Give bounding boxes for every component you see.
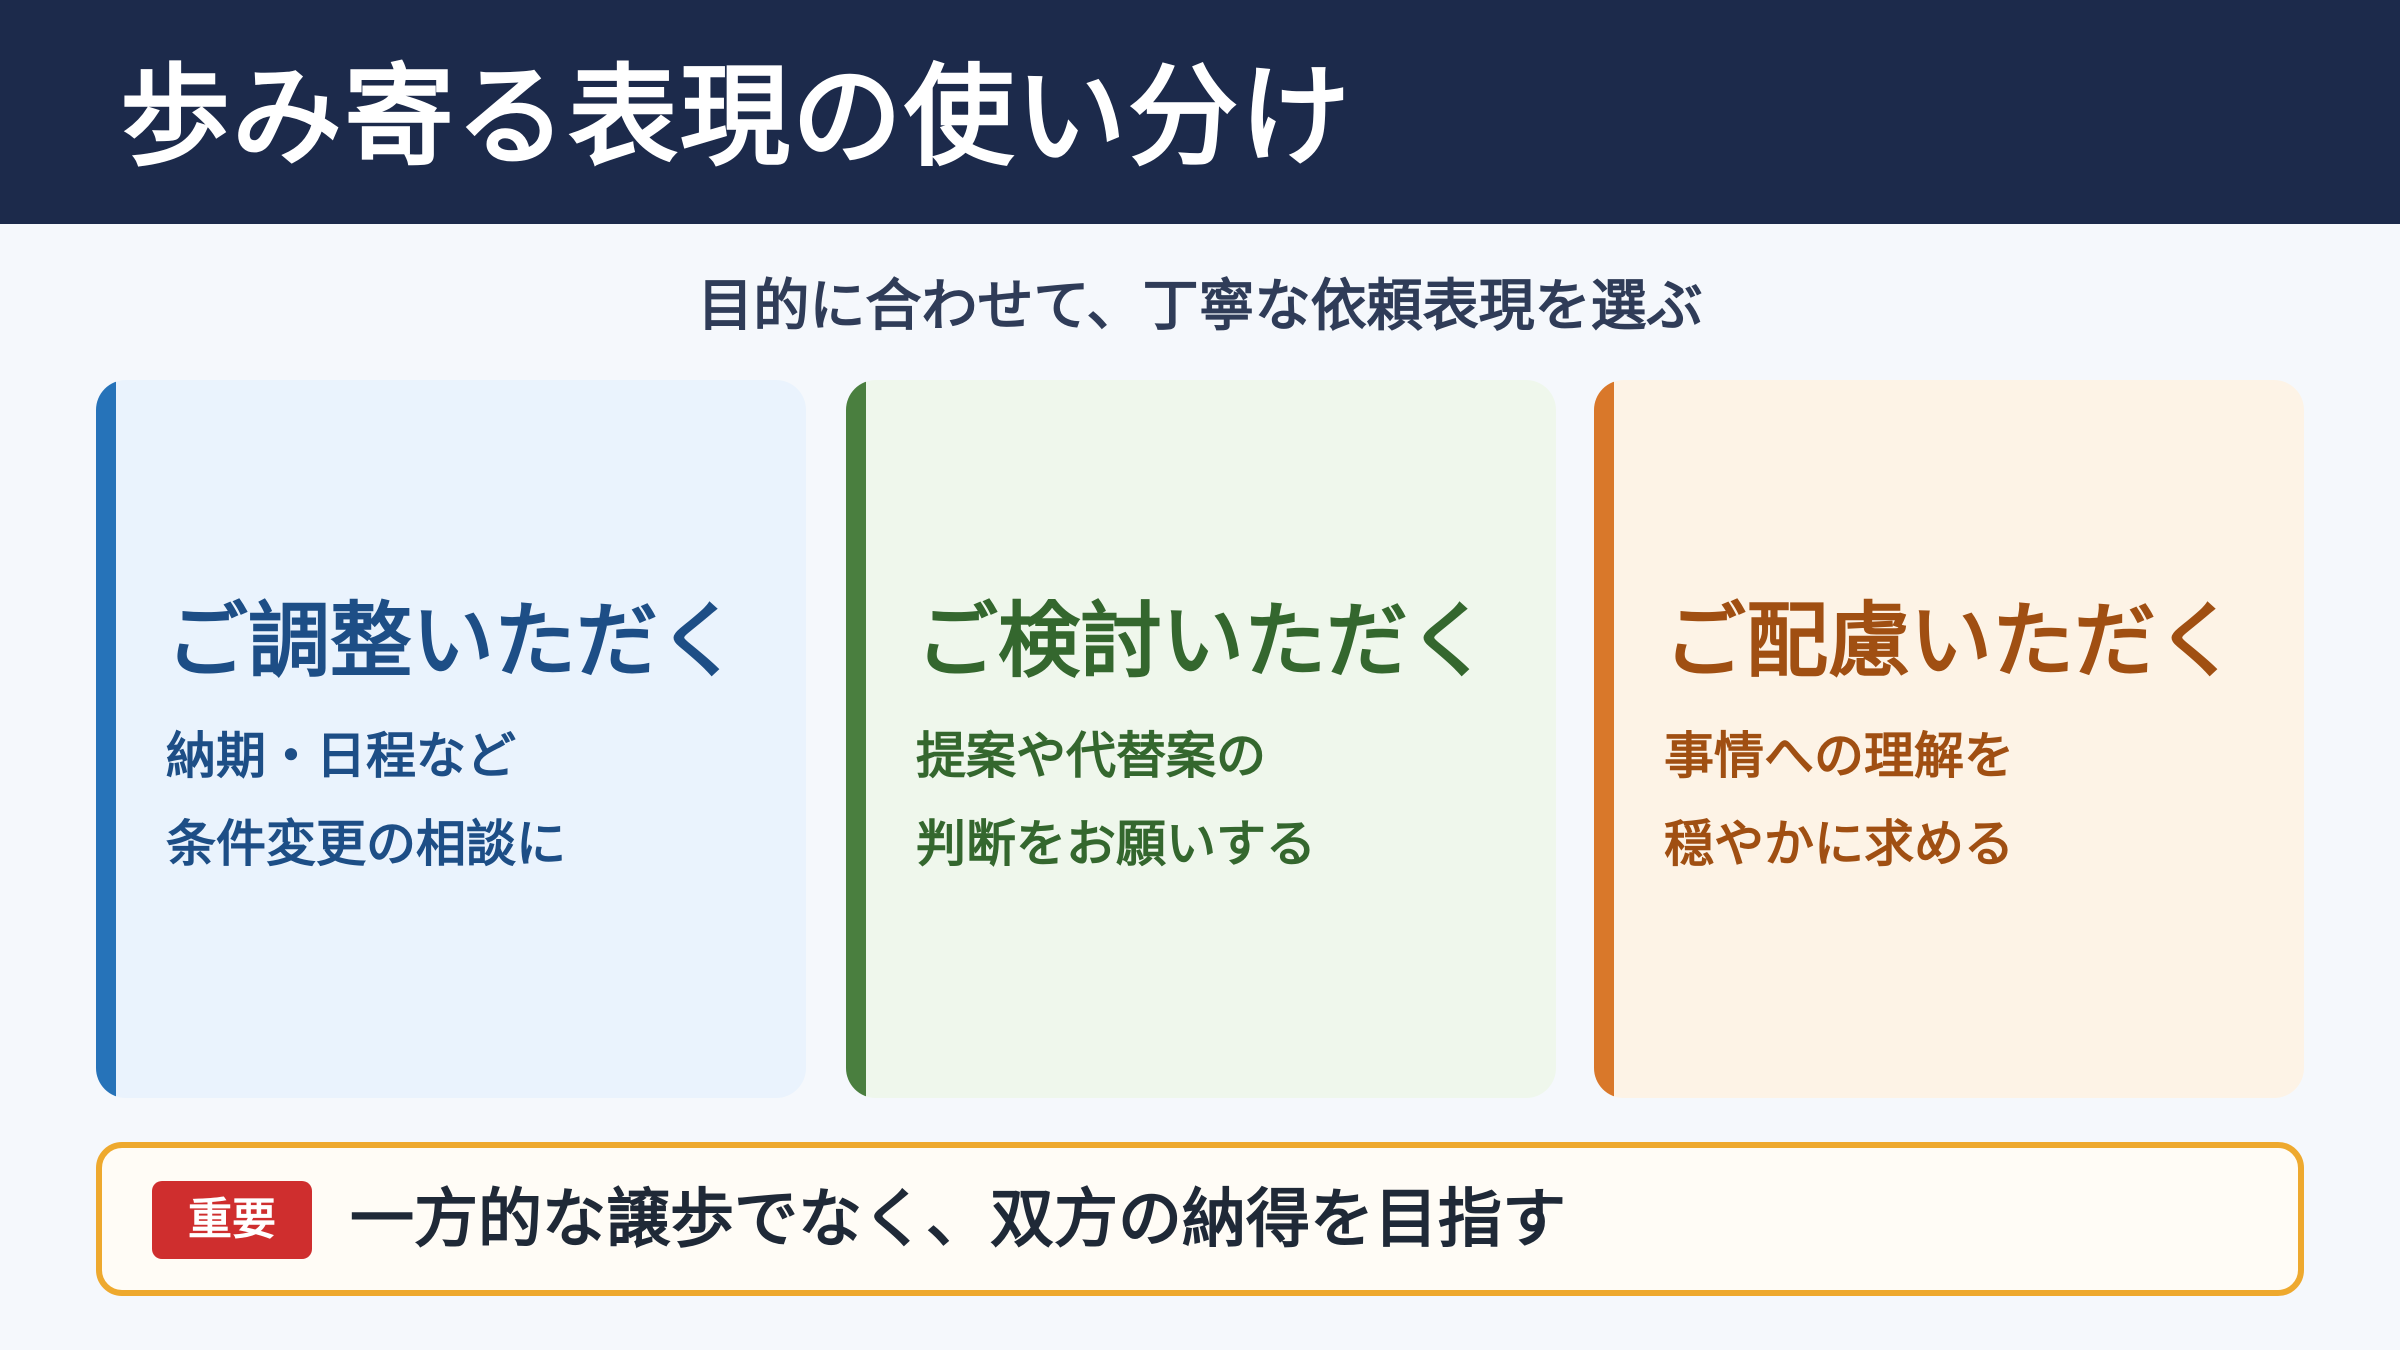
page-subtitle: 目的に合わせて、丁寧な依頼表現を選ぶ (697, 274, 1703, 339)
card-adjust: ご調整いただく 納期・日程など 条件変更の相談に (96, 380, 806, 1098)
card-consider: ご配慮いただく 事情への理解を 穏やかに求める (1594, 380, 2304, 1098)
important-note: 重要 一方的な譲歩でなく、双方の納得を目指す (96, 1142, 2304, 1296)
card-description-line: 判断をお願いする (916, 815, 1316, 873)
card-heading: ご検討いただく (916, 594, 1491, 689)
important-note-text: 一方的な譲歩でなく、双方の納得を目指す (350, 1183, 1566, 1257)
card-heading: ご調整いただく (166, 594, 741, 689)
card-description-line: 提案や代替案の (916, 727, 1266, 785)
header-bar: 歩み寄る表現の使い分け (0, 0, 2400, 224)
important-badge: 重要 (152, 1181, 312, 1259)
card-review: ご検討いただく 提案や代替案の 判断をお願いする (846, 380, 1556, 1098)
card-heading: ご配慮いただく (1664, 594, 2239, 689)
card-description-line: 納期・日程など (166, 727, 516, 785)
card-accent-stripe (96, 380, 116, 1098)
card-description-line: 穏やかに求める (1664, 815, 2014, 873)
card-accent-stripe (1594, 380, 1614, 1098)
card-description-line: 条件変更の相談に (166, 815, 566, 873)
card-description-line: 事情への理解を (1664, 727, 2014, 785)
card-accent-stripe (846, 380, 866, 1098)
page-title: 歩み寄る表現の使い分け (120, 53, 1352, 181)
